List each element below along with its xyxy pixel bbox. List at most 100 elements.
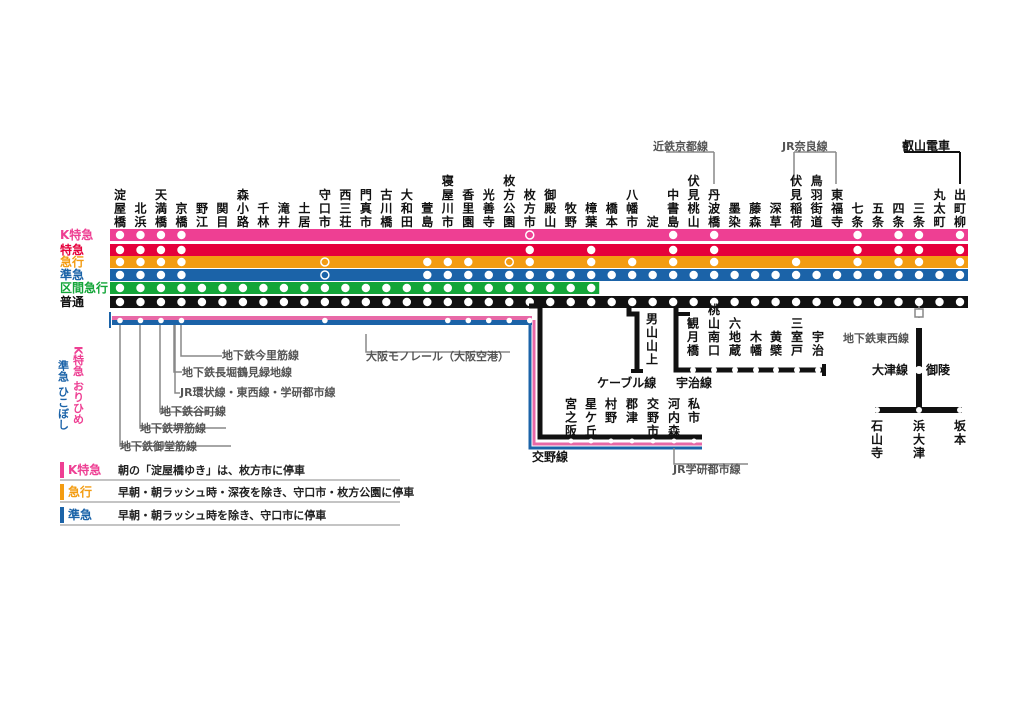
stop-dot bbox=[259, 297, 268, 307]
branch-station-name: 宮之阪 bbox=[565, 396, 578, 438]
station-name: 出町柳 bbox=[954, 187, 966, 229]
stop-dot bbox=[894, 257, 903, 267]
oribime-stop bbox=[178, 317, 185, 324]
stop-dot bbox=[115, 270, 125, 280]
note-marker bbox=[60, 462, 64, 478]
stop-dot bbox=[218, 283, 227, 293]
stop-dot bbox=[914, 257, 924, 267]
stop-dot bbox=[914, 230, 924, 240]
stop-dot bbox=[136, 270, 145, 280]
stop-dot bbox=[320, 297, 330, 307]
stop-dot bbox=[894, 230, 903, 240]
station-name: 関目 bbox=[216, 201, 228, 229]
stop-dot bbox=[525, 283, 534, 293]
service-label-sub: 区間急行 bbox=[60, 280, 108, 295]
otsu-line: 地下鉄東西線 大津線 御陵 bbox=[843, 306, 962, 413]
optional-stop bbox=[525, 230, 535, 240]
service-label-exp: 急行 bbox=[60, 254, 84, 269]
nagahori-line-label: 地下鉄長堀鶴見緑地線 bbox=[182, 365, 292, 379]
stop-dot bbox=[853, 297, 862, 307]
stop-dot bbox=[197, 297, 207, 307]
oribime-stop bbox=[158, 317, 164, 324]
stop-dot bbox=[832, 297, 842, 307]
sakaisuji-line-label: 地下鉄堺筋線 bbox=[140, 421, 206, 435]
station-name: 橋本 bbox=[606, 200, 619, 229]
stop-dot bbox=[791, 297, 801, 307]
stop-dot bbox=[177, 297, 186, 307]
bottom-connections: 地下鉄今里筋線 地下鉄長堀鶴見緑地線 JR環状線・東西線・学研都市線 地下鉄谷町… bbox=[119, 325, 510, 453]
station-name: 深草 bbox=[770, 200, 782, 229]
imazatosuji-line-label: 地下鉄今里筋線 bbox=[222, 348, 299, 362]
station-name: 北浜 bbox=[134, 200, 146, 229]
stop-dot bbox=[177, 245, 186, 255]
stop-dot bbox=[935, 297, 944, 307]
stop-dot bbox=[894, 297, 903, 307]
stop-dot bbox=[914, 245, 924, 255]
stop-dot bbox=[279, 283, 289, 293]
stop-dot bbox=[443, 283, 453, 293]
oribime-stop bbox=[117, 317, 123, 324]
uji-stop bbox=[815, 367, 821, 373]
stop-dot bbox=[709, 257, 719, 267]
station-name: 五条 bbox=[871, 201, 885, 229]
branch-station-name: 木幡 bbox=[749, 329, 763, 358]
note-text: 早朝・朝ラッシュ時・深夜を除き、守口市・枚方公園に停車 bbox=[118, 485, 414, 499]
branch-station-name: 観月橋 bbox=[686, 316, 700, 358]
stop-dot bbox=[402, 297, 412, 307]
station-name: 天満橋 bbox=[155, 188, 168, 229]
jr-nara-line-label: JR奈良線 bbox=[781, 139, 828, 153]
station-name: 丸太町 bbox=[933, 187, 947, 229]
stop-dot bbox=[730, 297, 739, 307]
stop-dot bbox=[771, 297, 780, 307]
stop-dot bbox=[525, 270, 534, 280]
katano-stop bbox=[588, 438, 594, 444]
kintetsu-connection: 近鉄京都線 bbox=[653, 139, 715, 184]
note-service: 急行 bbox=[68, 484, 92, 499]
station-name: 七条 bbox=[851, 201, 865, 229]
stop-dot bbox=[812, 297, 821, 307]
service-label-ltd: 特急 bbox=[60, 242, 84, 257]
stop-dot bbox=[238, 283, 248, 293]
stop-dot bbox=[484, 270, 493, 280]
stop-dot bbox=[484, 297, 493, 307]
uji-line-label: 宇治線 bbox=[676, 375, 712, 390]
branch-station-name: 郡津 bbox=[625, 397, 638, 425]
stop-dot bbox=[627, 257, 637, 267]
stop-dot bbox=[648, 270, 657, 280]
jr-loop-line-label: JR環状線・東西線・学研都市線 bbox=[179, 385, 336, 399]
midosuji-line-label: 地下鉄御堂筋線 bbox=[120, 439, 197, 453]
band-ltd bbox=[110, 244, 968, 256]
station-name: 伏見桃山 bbox=[687, 173, 700, 229]
stop-dot bbox=[853, 270, 862, 280]
katano-line: 交野線 JR学研都市線 bbox=[528, 303, 748, 476]
oribime-stop bbox=[485, 317, 492, 324]
note-text: 早朝・朝ラッシュ時を除き、守口市に停車 bbox=[118, 508, 326, 522]
branch-station-name: 浜大津 bbox=[913, 418, 925, 460]
stop-dot bbox=[156, 245, 166, 255]
service-label-local: 普通 bbox=[60, 294, 84, 309]
optional-stop bbox=[320, 257, 330, 267]
uji-stop bbox=[773, 367, 779, 373]
stop-dot bbox=[914, 297, 924, 307]
station-name: 八幡市 bbox=[625, 188, 639, 229]
eizan-connection: 叡山電車 bbox=[901, 138, 961, 184]
stop-dot bbox=[115, 257, 125, 267]
branch-station-name: 私市 bbox=[687, 396, 700, 425]
station-name: 千林 bbox=[257, 200, 269, 229]
stop-dot bbox=[464, 270, 473, 280]
station-name-row: 淀屋橋北浜天満橋京橋野江関目森小路千林滝井土居守口市西三荘門真市古川橋大和田萱島… bbox=[114, 173, 966, 229]
station-name: 大和田 bbox=[400, 187, 413, 229]
oribime-stop bbox=[322, 317, 328, 324]
stop-dot bbox=[300, 283, 309, 293]
station-name: 守口市 bbox=[319, 187, 331, 229]
katano-stop bbox=[671, 438, 677, 444]
branch-station-name: 三室戸 bbox=[791, 317, 803, 358]
stop-dot bbox=[423, 297, 432, 307]
stop-dot bbox=[771, 270, 780, 280]
station-name: 門真市 bbox=[360, 188, 372, 229]
cable-stations: 男山山上 bbox=[646, 312, 658, 367]
station-name: 光善寺 bbox=[482, 187, 495, 229]
stop-dot bbox=[812, 270, 821, 280]
stop-dot bbox=[136, 245, 145, 255]
